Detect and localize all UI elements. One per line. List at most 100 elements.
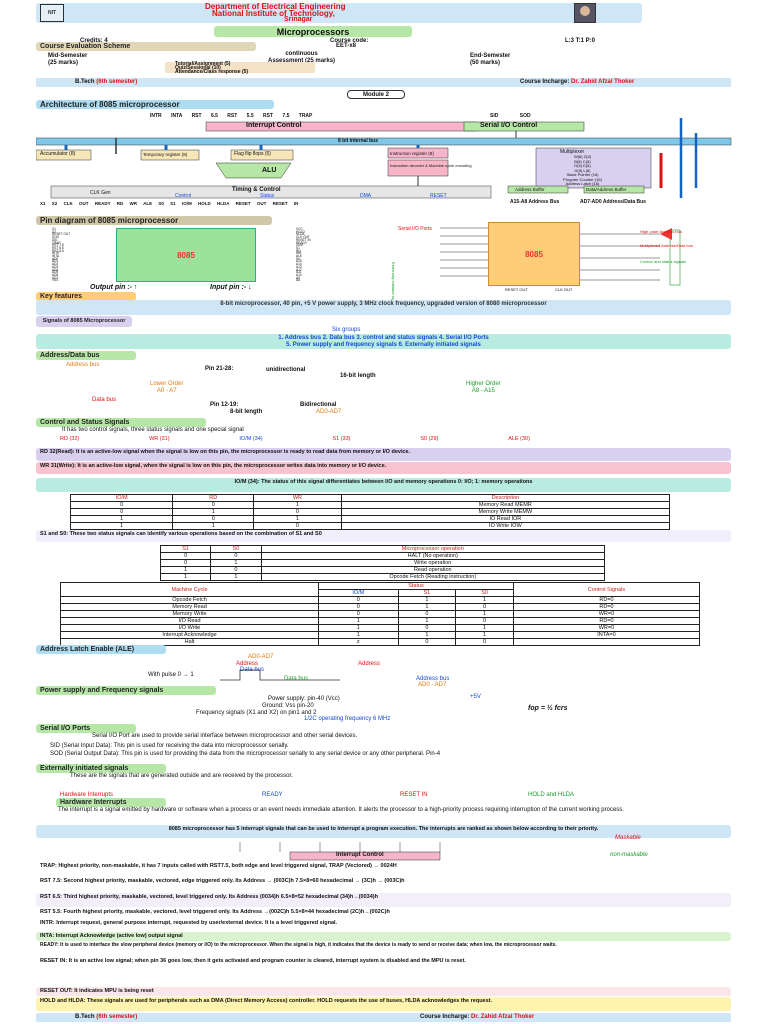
trap-desc: TRAP: Highest priority, non-maskable, it… xyxy=(36,862,731,876)
institute-name: National Institute of Technology, xyxy=(212,9,335,18)
eval-title: Course Evaluation Scheme xyxy=(36,42,256,51)
arch-accumulator: Accumulator (8) xyxy=(40,151,76,157)
arch-serial-control: Serial I/O Control xyxy=(480,122,538,129)
intr-desc: INTR: Interrupt request, general purpose… xyxy=(36,919,731,932)
course-code-label: Course code: xyxy=(330,38,369,44)
serial-l1: Serial I/O Port are used to provide seri… xyxy=(92,733,358,739)
ctrl-rd: RD (32) xyxy=(60,436,80,442)
arch-timing: Timing & Control xyxy=(232,187,281,193)
arch-diagram xyxy=(36,118,732,199)
serial-l3: SOD (Serial Output Data): This pin is us… xyxy=(50,751,441,757)
hwi-nonmaskable: non-maskable xyxy=(610,852,648,858)
eval-tut: Tutorial/Assignment (5) xyxy=(175,61,231,67)
resetout-desc: RESET OUT: It indicates MPU is being res… xyxy=(36,987,731,996)
course-code: EET-x8 xyxy=(336,43,357,49)
hwi-five: 8085 microprocessor has 5 interrupt sign… xyxy=(36,825,731,838)
inta-desc: INTA: Interrupt Acknowledge (active low)… xyxy=(36,932,731,941)
ext-signals-label: Externally initiated signals xyxy=(391,262,396,309)
header-banner xyxy=(36,3,642,23)
power-fop: fop = ½ fcrs xyxy=(528,705,568,712)
power-title: Power supply and Frequency signals xyxy=(36,686,216,695)
serial-title: Serial I/O Ports xyxy=(36,724,136,733)
nit-logo: NIT xyxy=(40,4,64,22)
power-op-freq: 1/2C operating frequency 6 MHz xyxy=(304,716,391,722)
ready-desc: READY: It is used to interface the slow … xyxy=(36,942,731,955)
right-label-ad: Multiplexed Address/Data bus xyxy=(640,243,693,248)
arch-mux: Multiplexer xyxy=(560,149,585,155)
city-name: Srinagar xyxy=(284,16,313,23)
footer-band-top xyxy=(36,78,731,87)
rd-desc: RD 32(Read): It is an active-low signal … xyxy=(36,448,731,461)
hwi-title: Hardware Interrupts xyxy=(56,798,166,807)
arch-addr-bus: A15-A8 Address Bus xyxy=(510,199,560,205)
ale-pulse: With pulse 0 → 1 xyxy=(148,672,194,678)
ltp: L:3 T:1 P:0 xyxy=(565,38,596,44)
address-bus-label: Address bus xyxy=(66,362,100,368)
clk-out-label: CLK OUT xyxy=(555,287,573,292)
ale-waveform xyxy=(220,669,340,681)
arch-clk: CLK Gen xyxy=(90,190,111,196)
rst75-desc: RST 7.5: Second highest priority, maskab… xyxy=(36,877,731,891)
arch-reset: RESET xyxy=(430,193,447,199)
btech-bottom: B.Tech (6th semester) xyxy=(75,1014,138,1020)
ale-addrbus: Address bus xyxy=(416,676,450,682)
hold-desc: HOLD and HLDA: These signals are used fo… xyxy=(36,997,731,1011)
rst65-desc: RST 6.5: Third highest priority, maskabl… xyxy=(36,893,731,907)
data-8bit: 8-bit length xyxy=(230,409,263,415)
ctrl-intro: It has two control signals, three status… xyxy=(62,427,244,433)
power-ground: Ground: Vss pin-20 xyxy=(262,703,314,709)
arch-dma: DMA xyxy=(360,193,372,199)
ext-hold: HOLD and HLDA xyxy=(528,792,575,798)
arch-data-buffer: Data/Address Buffer xyxy=(586,187,627,192)
ext-ready: READY xyxy=(262,792,283,798)
arch-addr-buffer: Address Buffer xyxy=(515,187,545,192)
data-ad: AD0-AD7 xyxy=(316,409,342,415)
ctrl-iom: IO/M (34) xyxy=(239,436,263,442)
resetin-desc: RESET IN: It is an active low signal; wh… xyxy=(36,957,731,971)
hwi-def: The interrupt is a signal emitted by har… xyxy=(58,807,624,813)
arch-interrupt-control: Interrupt Control xyxy=(246,122,302,129)
power-vcc: Power supply: pin-40 (Vcc) xyxy=(268,696,340,702)
arch-alu: ALU xyxy=(262,167,277,174)
serial-io-label: Serial I/O Ports xyxy=(398,226,432,232)
arch-int-pins: INTR INTA RST 6.5 RST 5.5 RST 7.5 TRAP xyxy=(150,113,313,119)
ctrl-ale: ALE (30) xyxy=(508,436,530,442)
serial-l2: SID (Serial Input Data): This pin is use… xyxy=(50,743,289,749)
arch-ad-bus: AD7-AD0 Address/Data Bus xyxy=(580,199,646,205)
right-label-high: High order Address bus xyxy=(640,229,682,234)
ext-hw: Hardware Interrupts xyxy=(60,792,114,798)
dept-name: Department of Electrical Engineering xyxy=(205,2,346,11)
ale-address: Address xyxy=(236,661,259,667)
data-pins: Pin 12-19: xyxy=(210,402,239,408)
arch-temp-reg: Temporary register (8) xyxy=(143,152,188,157)
wr-desc: WR 31(Write): It is an active-low signal… xyxy=(36,462,731,474)
mid-sem: Mid-Semester(25 marks) xyxy=(48,53,88,66)
arch-register-list: W(8) Z(8)B(8) C(8)D(8) E(8)H(8) L(8)Stac… xyxy=(563,154,602,186)
btech-top: B.Tech (6th semester) xyxy=(75,79,138,85)
eval-att: Attendance/Class response (5) xyxy=(175,69,249,75)
ale-addrbus-range: AD0 - AD7 xyxy=(418,682,447,688)
ctrl-title: Control and Status Signals xyxy=(36,418,206,427)
module-label: Module 2 xyxy=(347,90,405,99)
rst55-desc: RST 5.5: Fourth highest priority, maskab… xyxy=(36,908,731,921)
key-features-text: 8-bit microprocessor, 40 pin, +5 V power… xyxy=(36,300,731,315)
eval-breakdown xyxy=(165,62,315,73)
ctrl-wr: WR (31) xyxy=(149,436,170,442)
